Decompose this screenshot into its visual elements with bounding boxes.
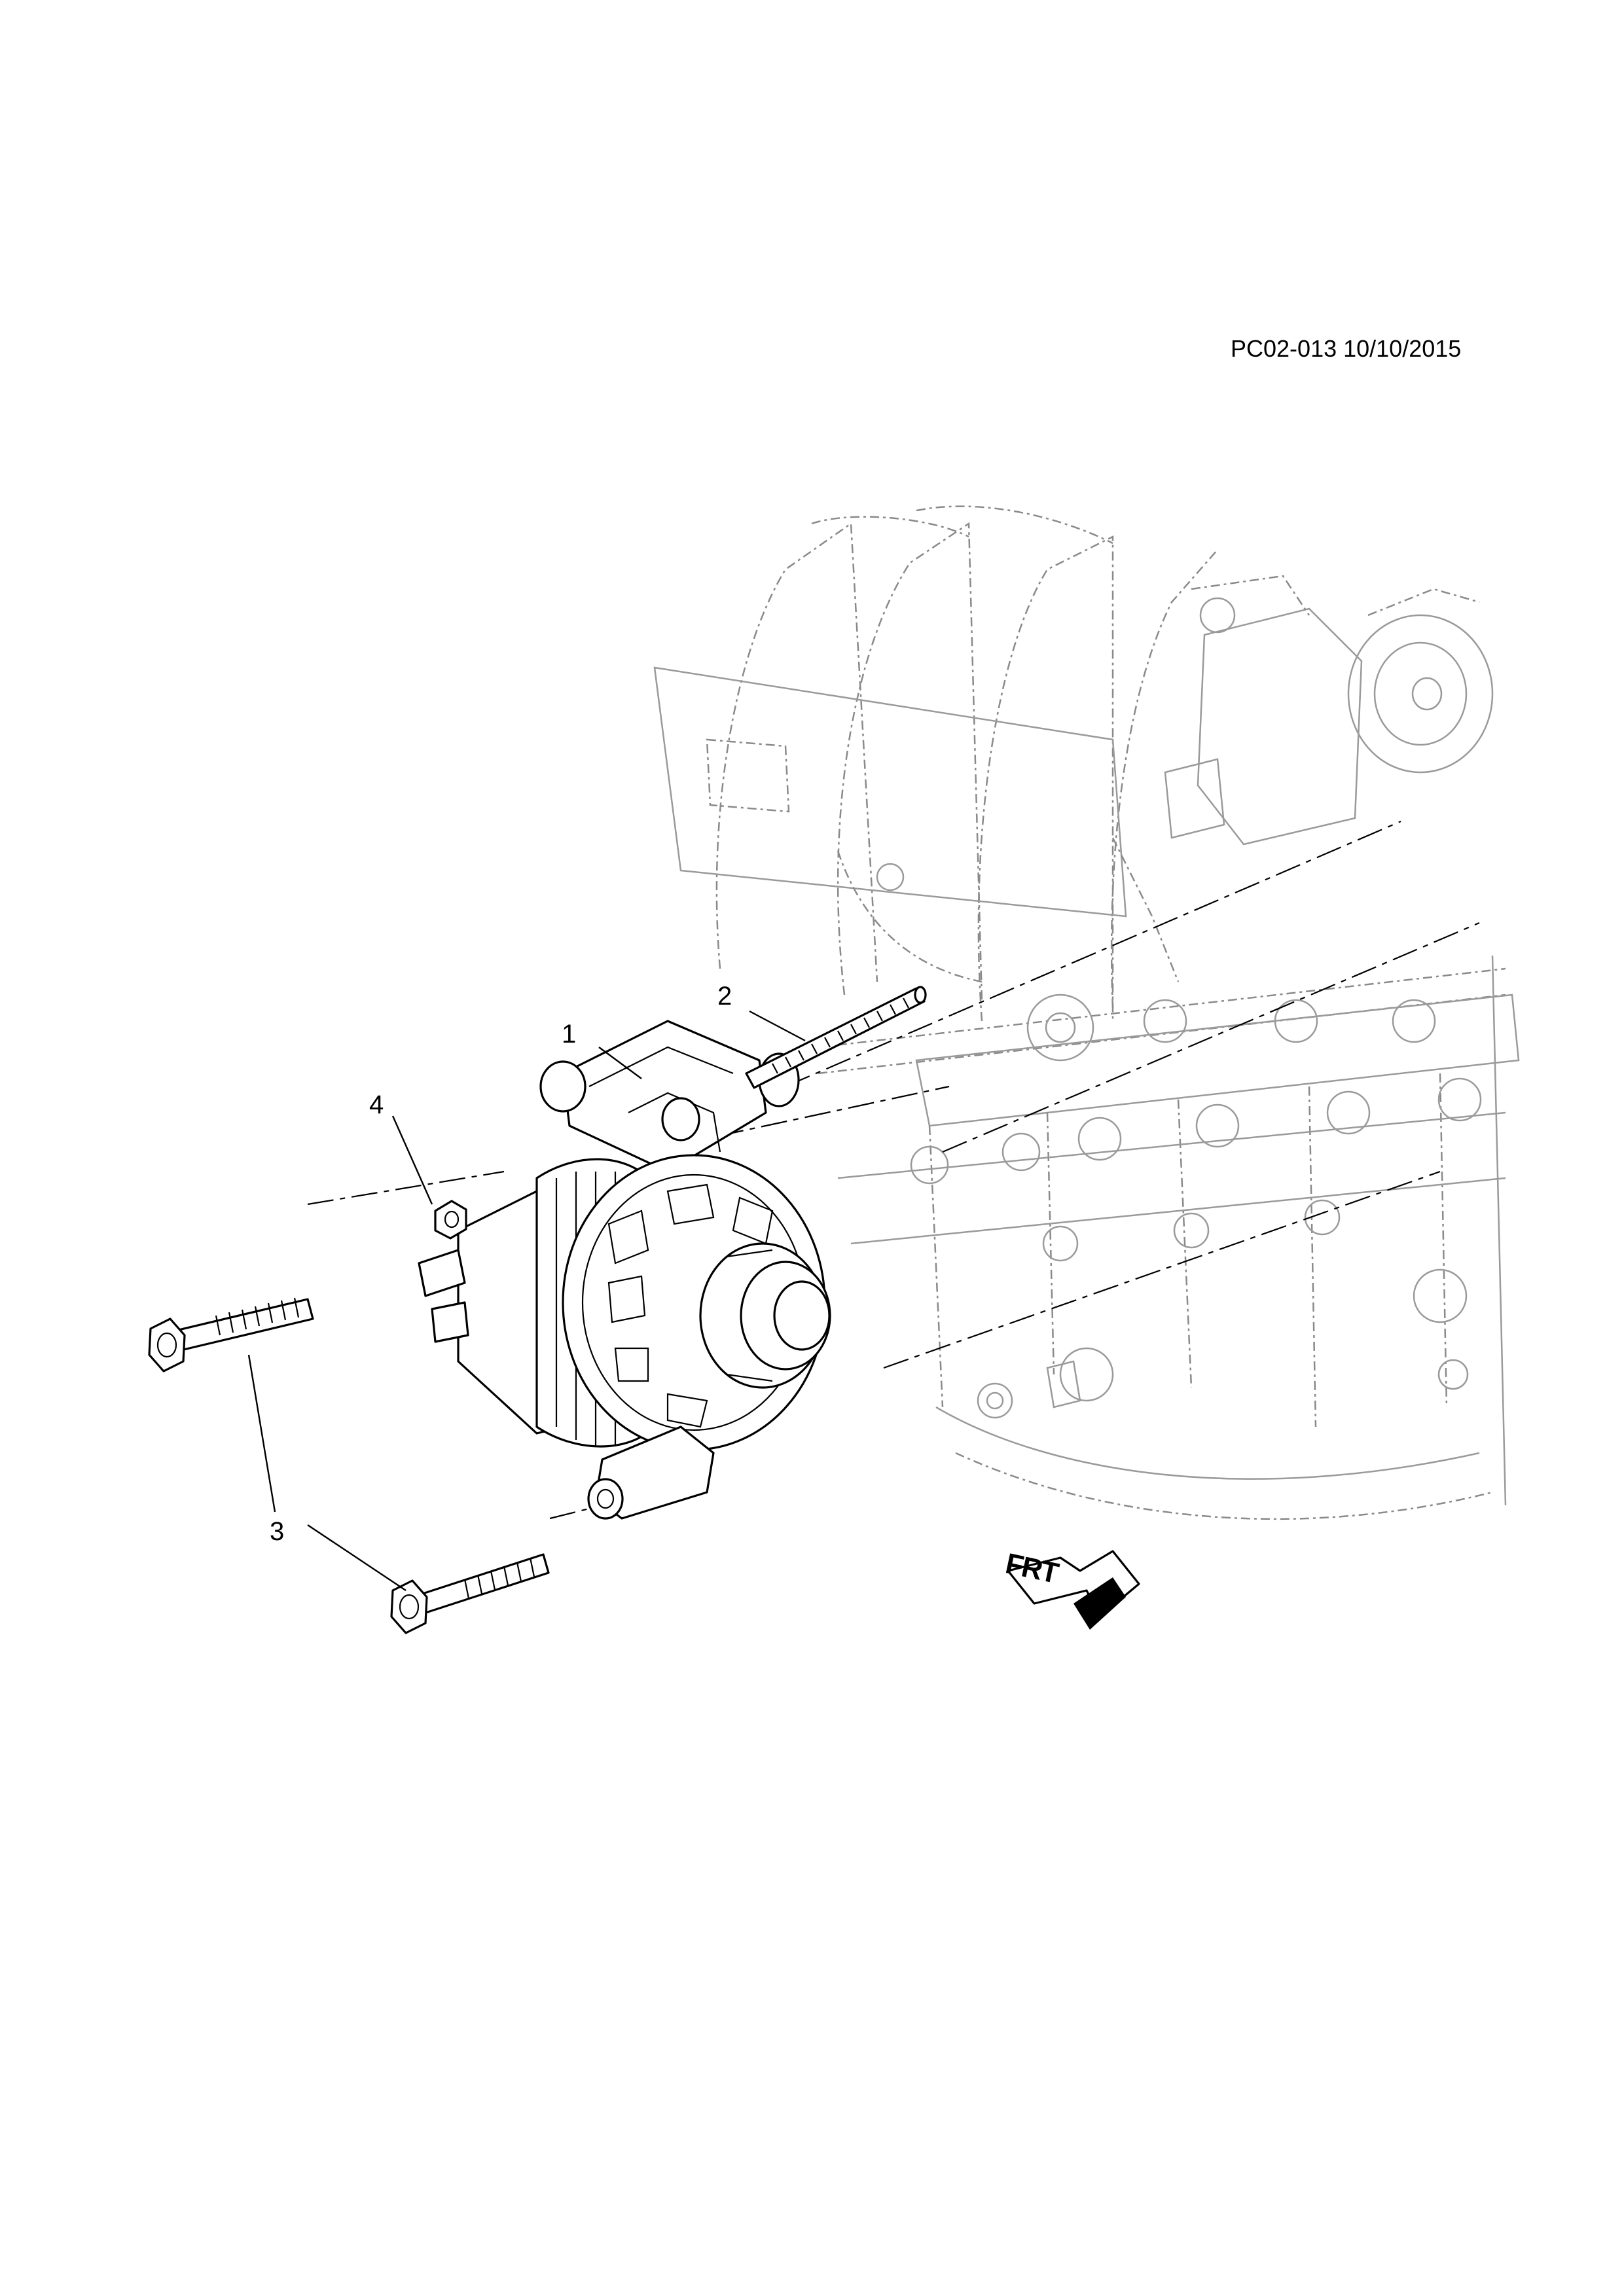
mounting-centerlines <box>307 820 1480 1520</box>
throttle-body-phantom <box>1164 575 1494 846</box>
front-direction-arrow-icon <box>1007 1550 1140 1630</box>
stud-part <box>745 986 927 1089</box>
generator-assembly <box>418 1020 831 1520</box>
nut-part <box>434 1200 467 1240</box>
leader-lines <box>247 1010 806 1591</box>
bolt-lower <box>390 1553 550 1634</box>
bolt-upper <box>148 1297 314 1372</box>
document-id: PC02-013 10/10/2015 <box>1231 335 1462 362</box>
engine-block-phantom <box>653 505 1520 1520</box>
callout-label-1: 1 <box>562 1020 577 1049</box>
callout-label-2: 2 <box>717 982 732 1011</box>
callout-label-4: 4 <box>369 1090 384 1119</box>
callout-label-3: 3 <box>270 1517 285 1546</box>
